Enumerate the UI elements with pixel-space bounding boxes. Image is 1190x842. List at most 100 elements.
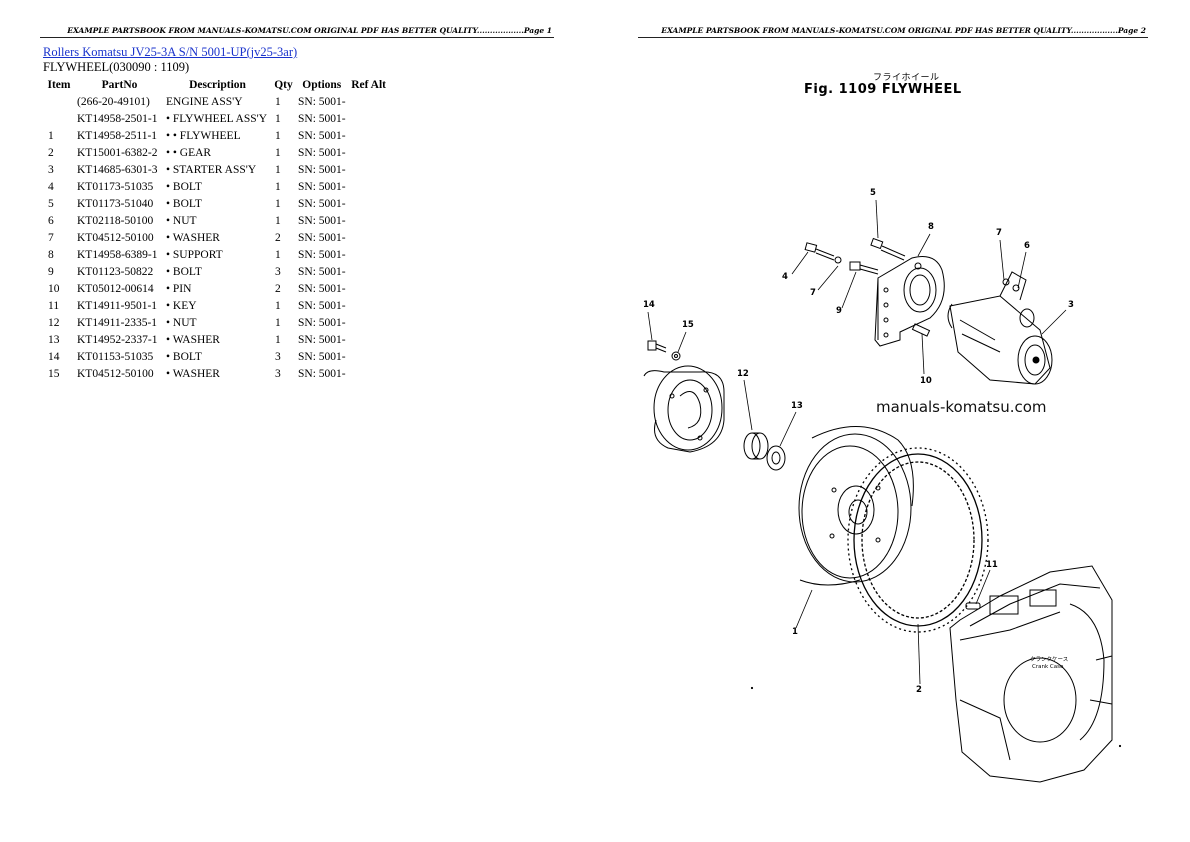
col-header-options: Options (302, 78, 342, 91)
support-bracket (874, 256, 945, 347)
cell-options: SN: 5001- (298, 180, 346, 193)
callout-3: 3 (1068, 300, 1074, 310)
callout-5: 5 (870, 188, 876, 198)
cell-ref-alt (348, 246, 390, 263)
cell-item: 3 (48, 163, 54, 176)
document-title-link[interactable]: Rollers Komatsu JV25-3A S/N 5001-UP(jv25… (43, 45, 298, 59)
cell-item: 9 (48, 265, 54, 278)
cell-options: SN: 5001- (298, 112, 346, 125)
flange-cover (643, 365, 725, 453)
callout-15: 15 (682, 320, 694, 330)
cell-item: 11 (48, 299, 60, 312)
cell-qty: 3 (275, 350, 281, 363)
cell-qty: 1 (275, 112, 281, 125)
cell-qty: 1 (275, 214, 281, 227)
cell-partno: (266-20-49101) (77, 95, 150, 108)
cell-item: 14 (48, 350, 60, 363)
cell-partno: KT14911-9501-1 (77, 299, 158, 312)
cell-qty: 1 (275, 163, 281, 176)
cell-ref-alt (348, 348, 390, 365)
cell-options: SN: 5001- (298, 333, 346, 346)
col-header-ref-alt: Ref Alt (351, 78, 387, 91)
crank-case (949, 565, 1113, 783)
cell-options: SN: 5001- (298, 231, 346, 244)
callout-1: 1 (792, 627, 798, 637)
cell-qty: 1 (275, 129, 281, 142)
cell-description: • FLYWHEEL ASS'Y (166, 112, 267, 125)
flywheel-exploded-diagram (643, 199, 1122, 783)
table-row: 13 KT14952-2337-1 • WASHER 1 SN: 5001- (43, 331, 390, 348)
cell-item: 5 (48, 197, 54, 210)
cell-ref-alt (348, 229, 390, 246)
col-header-item: Item (47, 78, 71, 91)
cell-ref-alt (348, 110, 390, 127)
callout-7-right: 7 (996, 228, 1002, 238)
watermark-text: manuals-komatsu.com (876, 398, 1047, 416)
callout-11: 11 (986, 560, 998, 570)
cell-qty: 1 (275, 180, 281, 193)
cell-options: SN: 5001- (298, 265, 346, 278)
section-title: FLYWHEEL(030090 : 1109) (43, 60, 190, 74)
cell-item: 15 (48, 367, 60, 380)
cell-qty: 2 (275, 231, 281, 244)
cell-partno: KT01153-51035 (77, 350, 154, 363)
cell-partno: KT14958-2511-1 (77, 129, 158, 142)
cell-description: • BOLT (166, 265, 202, 278)
cell-ref-alt (348, 263, 390, 280)
cell-options: SN: 5001- (298, 95, 346, 108)
bolt-14 (647, 340, 667, 353)
cell-description: ENGINE ASS'Y (166, 95, 243, 108)
cell-description: • BOLT (166, 180, 202, 193)
cell-item: 6 (48, 214, 54, 227)
table-header-row: Item PartNo Description Qty Options Ref … (43, 76, 390, 93)
cell-qty: 1 (275, 333, 281, 346)
cell-description: • SUPPORT (166, 248, 223, 261)
cell-ref-alt (348, 280, 390, 297)
cell-description: • PIN (166, 282, 192, 295)
cell-partno: KT14958-2501-1 (77, 112, 158, 125)
cell-ref-alt (348, 161, 390, 178)
cell-options: SN: 5001- (298, 146, 346, 159)
leader-lines (647, 199, 1067, 685)
washer-13 (766, 445, 786, 471)
cell-ref-alt (348, 195, 390, 212)
cell-qty: 1 (275, 248, 281, 261)
cell-partno: KT02118-50100 (77, 214, 154, 227)
bolt-9 (849, 261, 879, 275)
cell-options: SN: 5001- (298, 350, 346, 363)
cell-options: SN: 5001- (298, 316, 346, 329)
nut-12 (743, 432, 769, 460)
cell-item: 10 (48, 282, 60, 295)
bolt-5 (870, 237, 906, 261)
cell-description: • BOLT (166, 197, 202, 210)
callout-14: 14 (643, 300, 655, 310)
figure-title: Fig. 1109 FLYWHEEL (804, 82, 962, 97)
cell-ref-alt (348, 365, 390, 382)
page-header-right: EXAMPLE PARTSBOOK FROM MANUALS-KOMATSU.C… (638, 26, 1148, 38)
cell-item: 7 (48, 231, 54, 244)
cell-options: SN: 5001- (298, 299, 346, 312)
cell-partno: KT14952-2337-1 (77, 333, 158, 346)
callout-7-left: 7 (810, 288, 816, 298)
cell-item: 1 (48, 129, 54, 142)
cell-description: • WASHER (166, 333, 220, 346)
ring-gear (847, 447, 989, 633)
cell-qty: 1 (275, 197, 281, 210)
cell-options: SN: 5001- (298, 248, 346, 261)
cell-qty: 3 (275, 367, 281, 380)
callout-12: 12 (737, 369, 749, 379)
cell-partno: KT14685-6301-3 (77, 163, 158, 176)
cell-qty: 2 (275, 282, 281, 295)
flywheel (798, 426, 914, 586)
cell-item: 13 (48, 333, 60, 346)
cell-ref-alt (348, 331, 390, 348)
cell-item: 8 (48, 248, 54, 261)
